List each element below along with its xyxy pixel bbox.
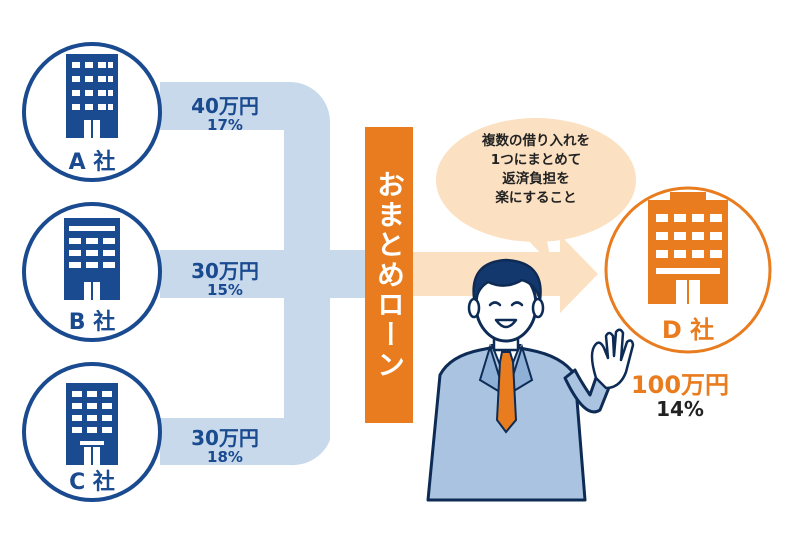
building-icon <box>648 192 728 304</box>
company-c-rate: 18% <box>207 448 243 466</box>
bubble-line: 1つにまとめて <box>490 152 582 168</box>
company-c-name: C 社 <box>69 470 115 495</box>
businessman-illustration <box>426 258 635 502</box>
speech-bubble-text: 複数の借り入れを 1つにまとめて 返済負担を 楽にすること <box>448 132 624 208</box>
bubble-line: 複数の借り入れを <box>482 133 590 149</box>
bubble-line: 楽にすること <box>495 190 577 206</box>
company-d-name: D 社 <box>661 316 715 344</box>
company-c-amount: 30万円 <box>191 426 259 450</box>
company-b-amount: 30万円 <box>191 259 259 283</box>
speech-bubble <box>436 118 636 265</box>
company-d-amount: 100万円 <box>630 371 730 399</box>
company-b-rate: 15% <box>207 281 243 299</box>
consolidation-bar <box>365 127 413 423</box>
building-icon <box>64 218 120 300</box>
company-b-name: B 社 <box>68 310 116 335</box>
company-d-rate: 14% <box>656 397 704 421</box>
consolidation-label: おまとめローン <box>373 170 406 380</box>
building-icon <box>66 383 118 465</box>
company-a-amount: 40万円 <box>191 94 259 118</box>
bubble-line: 返済負担を <box>502 171 570 187</box>
company-a-name: A 社 <box>68 150 116 175</box>
building-icon <box>66 54 118 138</box>
flow-lines <box>160 82 376 466</box>
company-a-rate: 17% <box>207 116 243 134</box>
